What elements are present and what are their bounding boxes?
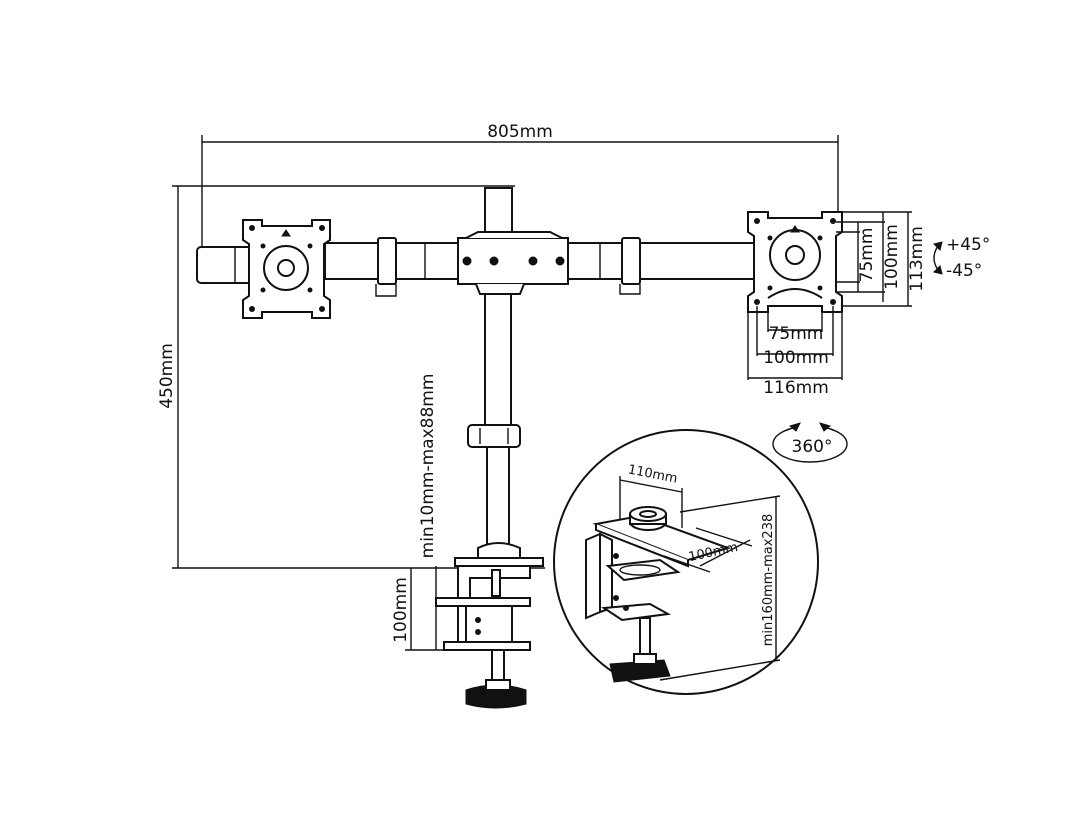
desk-clamp xyxy=(435,557,544,709)
clamp-height-label: 100mm xyxy=(391,577,411,643)
clamp-dimensions: 100mm min10mm-max88mm xyxy=(391,374,460,651)
desk-range-label: min10mm-max88mm xyxy=(418,374,438,559)
vesa-horizontal-dimensions: 75mm 100mm 116mm xyxy=(747,306,843,398)
tilt-up-label: +45° xyxy=(946,235,990,255)
vesa-vertical-dimensions: 75mm 100mm 113mm xyxy=(836,211,927,307)
tilt-down-label: -45° xyxy=(946,261,982,281)
clamp-detail-view xyxy=(553,429,819,695)
total-width-label: 805mm xyxy=(487,122,553,142)
detail-clamp-range-label: min160mm-max238 xyxy=(761,514,776,646)
width-dimension: 805mm xyxy=(201,122,839,250)
vesa-100-height-label: 100mm xyxy=(882,224,902,290)
plate-116-width-label: 116mm xyxy=(763,378,829,398)
detail-dimensions: 110mm 100mm min160mm-max238 xyxy=(619,462,781,681)
vesa-75-width-label: 75mm xyxy=(769,324,824,344)
vesa-100-width-label: 100mm xyxy=(763,348,829,368)
tilt-indicator: +45° -45° xyxy=(933,235,990,281)
total-height-label: 450mm xyxy=(157,343,177,409)
center-hub xyxy=(457,231,569,295)
rotation-indicator: 360° xyxy=(772,422,848,463)
left-vesa-plate xyxy=(242,219,331,319)
height-dimension: 450mm xyxy=(157,185,545,569)
vesa-75-height-label: 75mm xyxy=(857,228,877,283)
right-vesa-plate xyxy=(747,211,843,313)
plate-113-height-label: 113mm xyxy=(907,226,927,292)
rotation-label: 360° xyxy=(792,437,833,457)
